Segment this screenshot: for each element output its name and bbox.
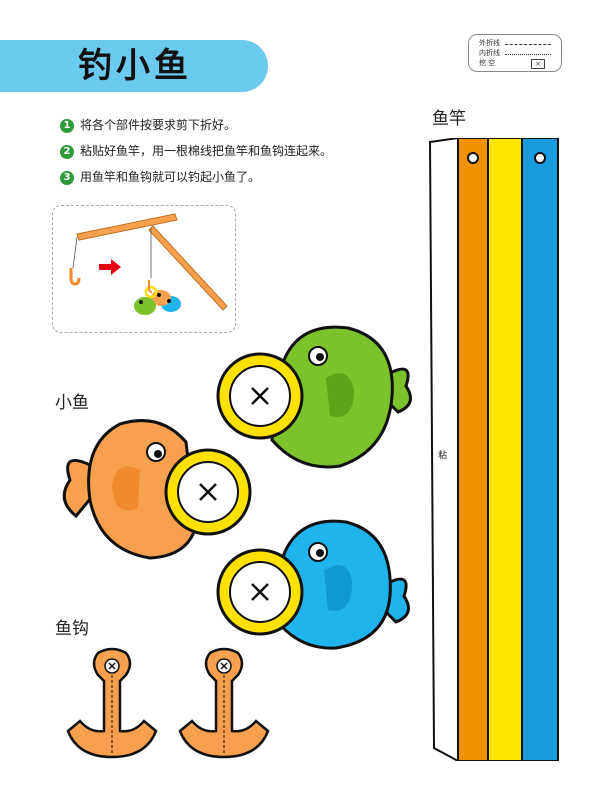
hook-section-label: 鱼钩 (55, 619, 89, 639)
green-fish-eye-icon (316, 353, 324, 361)
small-rod-icon (76, 213, 178, 241)
page-title: 钓小鱼 (78, 46, 192, 86)
step-1: 1 将各个部件按要求剪下折好。 (60, 117, 236, 133)
rod-section-label: 鱼竿 (432, 109, 466, 129)
hook-1-cut-out-icon (108, 662, 116, 670)
fish-section-label: 小鱼 (55, 393, 89, 413)
blue-fish-eye-icon (316, 549, 324, 557)
rod-orange-band (457, 137, 489, 762)
step-3: 3 用鱼竿和鱼钩就可以钓起小鱼了。 (60, 169, 260, 185)
inner-fold-line-sample (505, 54, 551, 55)
orange-fish-fin-icon (112, 466, 140, 511)
blue-fish-tail-icon (374, 577, 410, 624)
outer-fold-line-sample (505, 44, 551, 45)
rod-hole-left-icon (467, 152, 479, 164)
glue-tab-label: 粘 (438, 451, 448, 461)
blue-fish[interactable] (216, 519, 410, 650)
rod-blue-band (521, 137, 559, 762)
step-2-text: 粘贴好鱼竿，用一根棉线把鱼竿和鱼钩连起来。 (80, 144, 333, 158)
green-fish[interactable] (216, 325, 412, 469)
small-line-icon (72, 236, 78, 269)
rod-hole-right-icon (534, 152, 546, 164)
step-1-number: 1 (60, 118, 74, 133)
legend-inner-fold: 内折线 (479, 48, 500, 58)
legend-outer-fold: 外折线 (479, 38, 500, 48)
orange-fish-cut-out-icon (199, 483, 217, 501)
legend-outer-fold-label: 外折线 (479, 39, 500, 47)
green-fish-cut-out-icon (251, 387, 269, 405)
hook-cutouts (60, 645, 290, 765)
instruction-illustration (52, 205, 236, 333)
fishing-rod-cutout[interactable]: 粘 (426, 136, 561, 763)
red-arrow-icon (99, 259, 121, 275)
orange-fish-eye-icon (154, 450, 162, 458)
step-3-number: 3 (60, 170, 74, 185)
step-3-text: 用鱼竿和鱼钩就可以钓起小鱼了。 (80, 170, 261, 184)
blue-fish-fin-icon (324, 565, 352, 611)
orange-fish-body-icon (87, 419, 198, 560)
hook-1[interactable] (66, 647, 158, 759)
small-hook-icon (69, 268, 81, 286)
rod-yellow-band (487, 137, 523, 762)
hook-2-cut-out-icon (220, 662, 228, 670)
title-banner: 钓小鱼 (0, 40, 268, 92)
legend-inner-fold-label: 内折线 (479, 49, 500, 57)
step-1-text: 将各个部件按要求剪下折好。 (80, 118, 237, 132)
line-legend: 外折线 内折线 挖 空 × (468, 34, 562, 72)
green-fish-tail-icon (376, 367, 412, 414)
orange-fish[interactable] (62, 419, 252, 560)
cut-out-mark-icon: × (531, 59, 545, 69)
step-2-number: 2 (60, 144, 74, 159)
legend-cut-out-label: 挖 空 (479, 59, 496, 67)
mini-green-fish-icon (134, 297, 156, 315)
illustration-drawing (69, 213, 228, 315)
fish-cutouts (0, 320, 420, 650)
big-rod-icon (148, 225, 228, 311)
legend-cut-out: 挖 空 × (479, 58, 555, 69)
blue-fish-cut-out-icon (251, 583, 269, 601)
hook-2[interactable] (178, 647, 270, 759)
step-2: 2 粘贴好鱼竿，用一根棉线把鱼竿和鱼钩连起来。 (60, 143, 332, 159)
green-fish-fin-icon (326, 373, 354, 417)
